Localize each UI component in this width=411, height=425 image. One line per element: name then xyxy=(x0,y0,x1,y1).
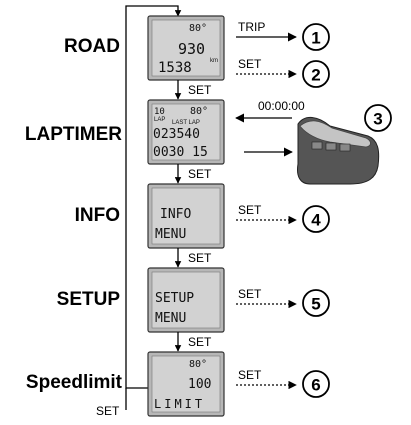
mode-label-laptimer: LAPTIMER xyxy=(25,124,122,145)
handlebar-switch-icon xyxy=(297,117,380,185)
lcd-screen-speedlimit: 80° 100 LIMIT xyxy=(147,351,225,417)
mode-label-road: ROAD xyxy=(64,36,120,57)
step-badge-4: 4 xyxy=(302,205,330,233)
svg-text:00:00:00: 00:00:00 xyxy=(258,99,305,113)
svg-text:TRIP: TRIP xyxy=(238,20,265,34)
lcd-info-line2: MENU xyxy=(155,227,186,242)
step-badge-5: 5 xyxy=(302,289,330,317)
svg-text:SET: SET xyxy=(238,203,262,217)
setup-set-action: SET xyxy=(236,287,297,309)
lcd-laptimer-line1: 023540 xyxy=(153,127,200,142)
info-set-action: SET xyxy=(236,203,297,225)
lcd-laptimer-top: 80° xyxy=(190,106,208,117)
loop-line xyxy=(125,5,182,389)
lcd-speedlimit-line2: LIMIT xyxy=(154,397,205,411)
lcd-screen-info: INFO MENU xyxy=(147,183,225,249)
speedlimit-set-action: SET xyxy=(236,368,297,390)
lcd-laptimer-lapnum: 10 xyxy=(154,107,165,117)
svg-text:1: 1 xyxy=(311,29,320,48)
lcd-laptimer-line2: 0030 15 xyxy=(153,145,208,160)
road-set-action: SET xyxy=(236,57,297,79)
step-badge-6: 6 xyxy=(302,370,330,398)
svg-text:4: 4 xyxy=(311,211,321,230)
lcd-screen-setup: SETUP MENU xyxy=(147,267,225,333)
svg-text:SET: SET xyxy=(188,251,212,265)
mode-label-speedlimit: Speedlimit xyxy=(26,372,123,393)
lcd-road-suffix: km xyxy=(210,58,218,64)
lcd-speedlimit-line1: 100 xyxy=(188,377,211,392)
svg-text:SET: SET xyxy=(188,335,212,349)
laptimer-reset-action: 00:00:00 xyxy=(235,99,305,123)
svg-text:SET: SET xyxy=(188,83,212,97)
svg-text:3: 3 xyxy=(373,110,382,129)
lcd-info-line1: INFO xyxy=(160,207,191,222)
step-badge-3: 3 xyxy=(364,104,392,132)
lcd-laptimer-lastlap: LAST LAP xyxy=(172,120,200,126)
step-badge-1: 1 xyxy=(302,23,330,51)
svg-text:SET: SET xyxy=(238,57,262,71)
svg-text:2: 2 xyxy=(311,66,320,85)
road-trip-action: TRIP xyxy=(236,20,297,42)
svg-text:6: 6 xyxy=(311,376,320,395)
lcd-setup-line1: SETUP xyxy=(155,291,194,306)
lcd-road-line2: 1538 xyxy=(158,60,192,76)
lcd-screen-laptimer: 10 LAP 80° LAST LAP 023540 0030 15 xyxy=(147,99,225,165)
mode-label-info: INFO xyxy=(75,205,120,226)
set-transitions: SET SET SET SET xyxy=(174,80,212,352)
lcd-road-line1: 930 xyxy=(178,40,205,58)
loop-set-label: SET xyxy=(96,404,120,418)
lcd-laptimer-lap: LAP xyxy=(154,117,165,123)
lcd-speedlimit-top: 80° xyxy=(189,359,207,370)
lcd-setup-line2: MENU xyxy=(155,311,186,326)
lcd-screen-road: 80° 930 1538 km xyxy=(147,15,225,81)
lcd-road-top: 80° xyxy=(189,23,207,34)
svg-text:SET: SET xyxy=(238,287,262,301)
svg-text:SET: SET xyxy=(188,167,212,181)
mode-label-setup: SETUP xyxy=(57,289,121,310)
step-badge-2: 2 xyxy=(302,60,330,88)
svg-text:5: 5 xyxy=(311,295,320,314)
svg-text:SET: SET xyxy=(238,368,262,382)
